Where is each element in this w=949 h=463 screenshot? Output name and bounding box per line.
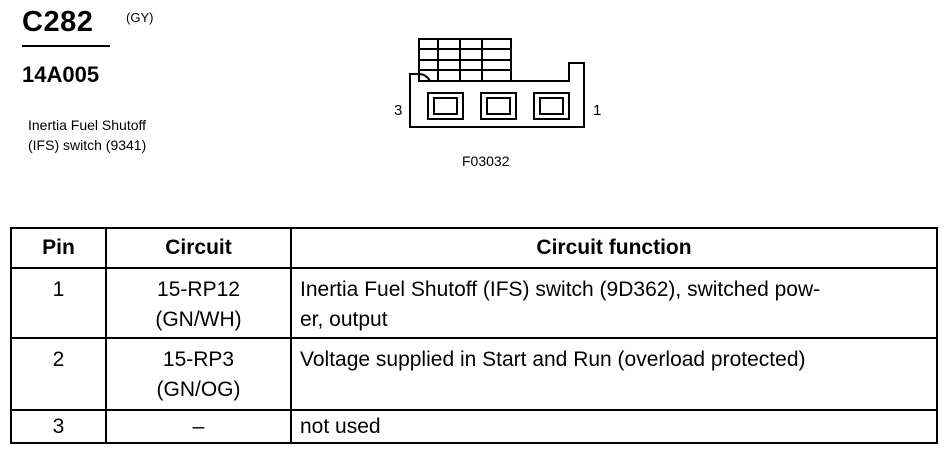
figure-code: F03032 [462,153,510,169]
connector-face-diagram: 3 1 [394,38,601,128]
column-header-circuit: Circuit [105,227,292,269]
part-number: 14A005 [22,62,100,87]
circuit-number: 15-RP3 [162,348,235,371]
column-header-function: Circuit function [290,227,938,269]
table-row: 1 15-RP12 (GN/WH) Inertia Fuel Shutoff (… [10,267,938,339]
pin-label-right: 1 [593,102,601,119]
table-row: 2 15-RP3 (GN/OG) Voltage supplied in Sta… [10,337,938,411]
color-code: (GY) [126,10,154,25]
cell-function: not used [290,409,938,444]
cell-pin: 2 [10,337,107,411]
circuit-number: 15-RP12 [157,278,240,301]
circuit-color: (GN/OG) [156,378,241,401]
circuit-color: (GN/WH) [155,308,242,331]
connector-body [409,62,585,128]
function-line-1: Voltage supplied in Start and Run (overl… [300,348,806,371]
component-description: Inertia Fuel Shutoff (IFS) switch (9341) [28,115,146,155]
function-line-2: er, output [300,308,388,331]
table-header-row: Pin Circuit Circuit function [10,227,938,269]
circuit-number: – [192,415,205,438]
function-line-1: Inertia Fuel Shutoff (IFS) switch (9D362… [300,278,821,301]
description-line-2: (IFS) switch (9341) [28,137,147,153]
cell-circuit: – [105,409,292,444]
connector-id: C282 [22,6,94,38]
description-line-1: Inertia Fuel Shutoff [28,117,147,133]
terminal-cavity-1 [533,92,570,120]
cell-circuit: 15-RP3 (GN/OG) [105,337,292,411]
cell-function: Inertia Fuel Shutoff (IFS) switch (9D362… [290,267,938,339]
cell-circuit: 15-RP12 (GN/WH) [105,267,292,339]
cell-pin: 3 [10,409,107,444]
connector-id-underline [22,45,110,47]
cell-function: Voltage supplied in Start and Run (overl… [290,337,938,411]
pinout-table: Pin Circuit Circuit function 1 15-RP12 (… [10,227,938,444]
column-header-pin: Pin [10,227,107,269]
table-row: 3 – not used [10,409,938,444]
terminal-cavity-2 [480,92,517,120]
terminal-cavity-3 [427,92,464,120]
pin-label-left: 3 [394,102,402,119]
function-line-1: not used [300,415,381,438]
cell-pin: 1 [10,267,107,339]
